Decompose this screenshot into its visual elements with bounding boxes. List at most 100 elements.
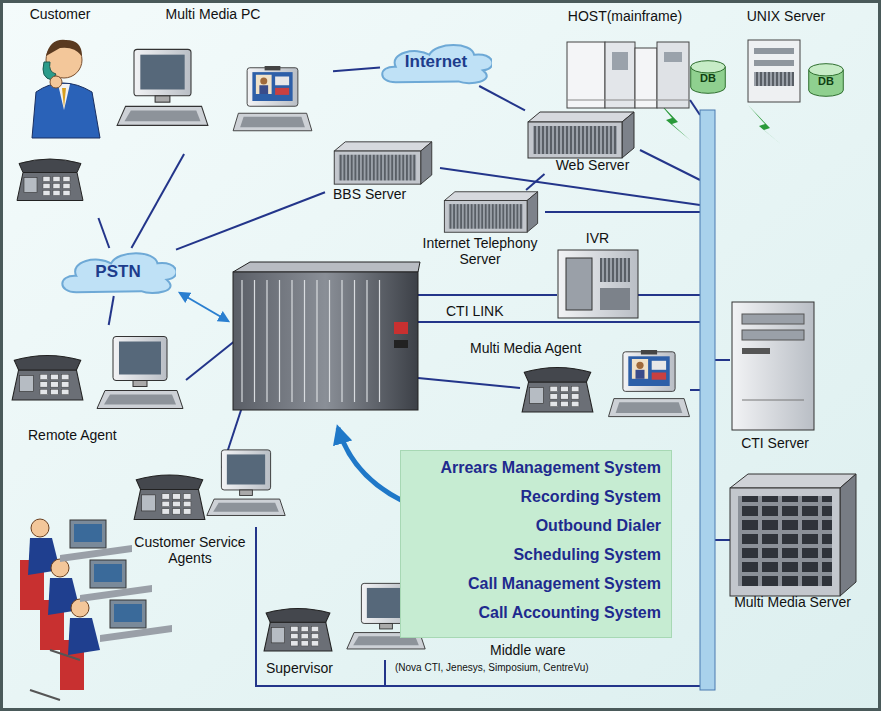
device-label: BBS Server (333, 186, 433, 202)
network-wires (418, 294, 557, 296)
device-label: Internet Telephony Server (410, 235, 550, 267)
agents-figure (94, 564, 122, 582)
unix-server (754, 48, 794, 54)
link-label: CTI LINK (446, 303, 504, 319)
agents-figure (60, 599, 146, 690)
unix-server (754, 72, 794, 86)
pstn-cloud: PSTN (60, 248, 176, 296)
network-wires (384, 660, 386, 686)
agents-figure (90, 560, 126, 588)
network-link (131, 154, 184, 248)
device-label: Remote Agent (28, 427, 148, 443)
cti-server: CTI Server (725, 296, 825, 454)
device-label: DB (808, 75, 844, 88)
telephone-set (134, 475, 205, 519)
ivr-unit (600, 288, 630, 310)
unix-server (748, 40, 800, 102)
pbx-card (316, 280, 317, 402)
device-label: Customer Service Agents (130, 534, 250, 566)
network-wires (640, 150, 700, 180)
mainframe (567, 100, 689, 101)
agents-figure (110, 600, 146, 628)
multimedia-server (730, 488, 840, 596)
mainframe (657, 42, 689, 108)
database: DB (808, 63, 844, 97)
pbx-card (279, 280, 280, 402)
cti-server (742, 400, 804, 401)
remote-agent: Remote Agent (8, 325, 188, 447)
pbx-switch (242, 280, 380, 402)
internet-cloud: Internet (380, 40, 492, 86)
pstn-pbx-arrow (180, 293, 228, 321)
mainframe (605, 42, 635, 108)
system-name: Recording System (401, 488, 673, 506)
ivr-unit (558, 250, 638, 318)
pbx-switch (233, 262, 420, 410)
network-link (98, 218, 109, 248)
system-name: Call Accounting System (401, 604, 673, 622)
device-label: PSTN (60, 262, 176, 282)
pbx-card (341, 280, 342, 402)
device-label: HOST(mainframe) (555, 8, 695, 24)
pbx-card (254, 280, 255, 402)
unix-server (748, 40, 800, 102)
network-wires (545, 211, 700, 213)
supervisor: Supervisor (258, 575, 378, 679)
network-wires (638, 294, 700, 296)
network-link (176, 192, 325, 249)
customer-figure (32, 83, 100, 138)
personal-computer (117, 49, 208, 125)
multimedia-server: Multi Media Server (725, 470, 860, 630)
multimedia-server (840, 474, 856, 596)
ivr: IVR (555, 230, 640, 320)
agents-figure (70, 520, 106, 548)
multimedia-server (730, 474, 856, 488)
network-wires (715, 539, 730, 541)
server-rack (444, 192, 537, 232)
device-label: Internet (380, 52, 492, 72)
pbx-card (354, 280, 355, 402)
device-label: Web Server (545, 157, 640, 173)
pbx-switch (394, 322, 408, 334)
pbx-card (291, 280, 292, 402)
customer-figure (58, 84, 70, 110)
lan-backbone (700, 110, 715, 690)
lightning-link (748, 105, 782, 145)
server-rack (334, 142, 432, 184)
multimedia-server (738, 496, 832, 586)
system-name: Arrears Management System (401, 459, 673, 477)
device-label: IVR (555, 230, 640, 246)
personal-computer (97, 337, 183, 409)
pbx-card (241, 280, 242, 402)
network-wires (715, 359, 730, 361)
pbx-card (266, 280, 267, 402)
device-label: DB (690, 72, 726, 85)
personal-computer (233, 66, 312, 131)
device-label: CTI Server (725, 435, 825, 451)
mainframe (567, 42, 605, 108)
pstn-pbx-arrow (180, 293, 228, 321)
network-wires (186, 340, 236, 380)
multimedia-server (730, 474, 856, 596)
personal-computer (207, 450, 285, 516)
mainframe (635, 48, 657, 108)
mainframe (664, 52, 682, 62)
pbx-switch (233, 262, 420, 272)
multimedia-pc: Multi Media PC (118, 6, 333, 154)
system-name: Scheduling System (401, 546, 673, 564)
unix-server (754, 60, 794, 66)
telephone-set (17, 159, 83, 201)
device-label: UNIX Server (738, 8, 834, 24)
pbx-switch (394, 340, 408, 348)
personal-computer (97, 49, 690, 649)
agents-figure (114, 604, 142, 622)
ivr-unit (566, 258, 592, 310)
service-agents: Customer Service Agents (128, 438, 288, 576)
disk-top (691, 61, 726, 73)
customer-figure (50, 76, 62, 88)
customer-figure (46, 40, 82, 56)
customer-figure (32, 40, 100, 138)
telephone-set (264, 608, 332, 651)
